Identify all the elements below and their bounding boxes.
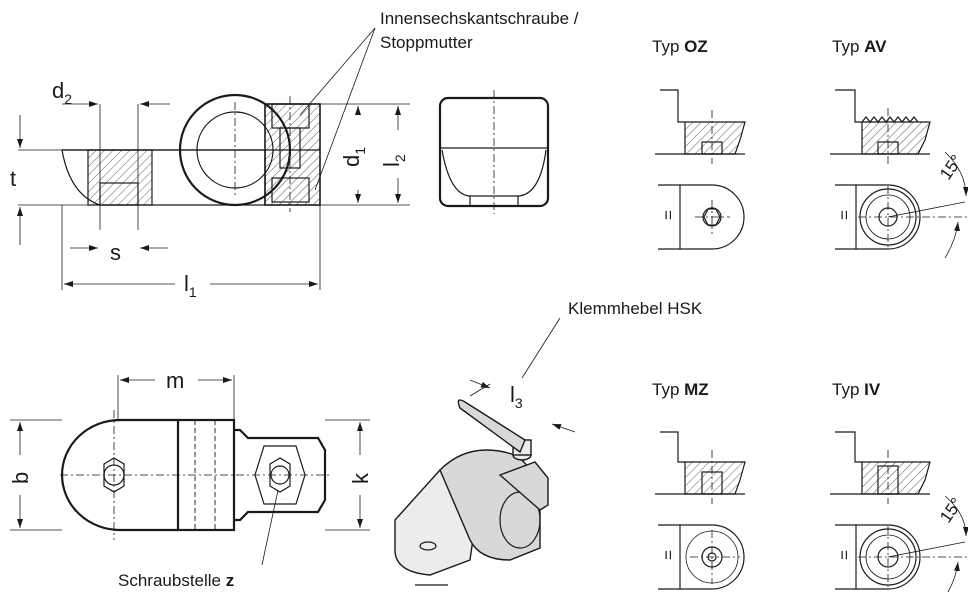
svg-text:=: =: [835, 550, 854, 560]
type-iv-label: Typ IV: [832, 380, 881, 399]
dim-d1: d1: [339, 147, 368, 167]
type-oz-label: Typ OZ: [652, 37, 708, 56]
angle-iv: 15°: [936, 494, 966, 526]
variant-mz: Typ MZ =: [652, 380, 746, 590]
dim-l3: l3: [510, 382, 523, 411]
dim-l1: l1: [184, 271, 197, 300]
top-view: [10, 375, 370, 566]
dim-d2: d2: [52, 78, 72, 107]
variant-av: Typ AV 15° =: [830, 37, 968, 259]
type-mz-label: Typ MZ: [652, 380, 709, 399]
dim-t: t: [10, 166, 16, 191]
type-av-label: Typ AV: [832, 37, 887, 56]
variant-oz: Typ OZ =: [652, 37, 746, 250]
screw-label-line1: Innensechskantschraube /: [380, 9, 579, 28]
dim-m: m: [166, 368, 184, 393]
side-section-view: [17, 27, 410, 290]
isometric-view: [394, 317, 576, 586]
angle-av: 15°: [936, 151, 966, 183]
dim-k: k: [348, 472, 373, 484]
side-view-dimension-labels: d2 t s l1 d1 l2: [10, 78, 408, 300]
dim-l2: l2: [379, 154, 408, 167]
svg-text:=: =: [835, 210, 854, 220]
lever-label: Klemmhebel HSK: [568, 299, 703, 318]
dim-b: b: [8, 472, 33, 484]
end-view: [438, 90, 550, 214]
dim-s: s: [110, 240, 121, 265]
top-view-dimension-labels: m b k: [8, 368, 373, 484]
variant-iv: Typ IV 15° =: [830, 380, 968, 592]
svg-text:=: =: [659, 210, 678, 220]
screw-label-line2: Stoppmutter: [380, 33, 473, 52]
svg-text:=: =: [659, 550, 678, 560]
screw-point-label: Schraubstelle z: [118, 571, 234, 590]
